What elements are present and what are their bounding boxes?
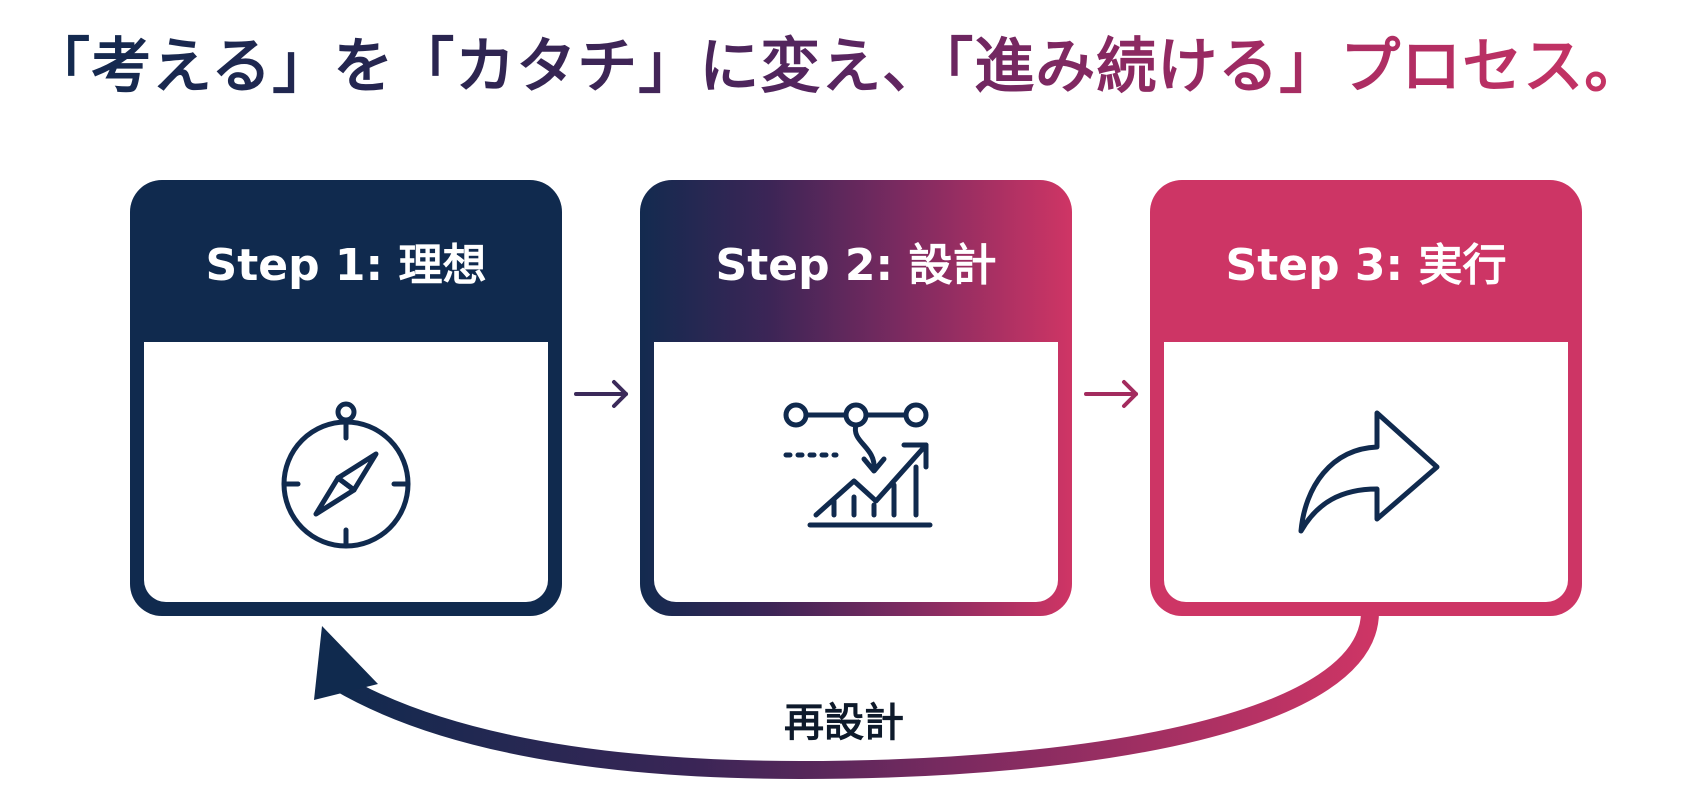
plan-chart-icon — [783, 402, 933, 528]
step-2-body — [654, 342, 1058, 602]
redesign-label: 再設計 — [784, 700, 904, 746]
forward-arrow-icon — [1298, 410, 1440, 534]
step-2-header: Step 2: 設計 — [715, 240, 997, 291]
step-card-3: Step 3: 実行 — [1150, 180, 1582, 616]
step-card-1: Step 1: 理想 — [130, 180, 562, 616]
step-1-body — [144, 342, 548, 602]
compass-icon — [281, 401, 411, 549]
step-card-2: Step 2: 設計 — [640, 180, 1072, 616]
page-title: 「考える」を「カタチ」に変え、「進み続ける」プロセス。 — [30, 18, 1690, 105]
arrow-step2-to-step3 — [1084, 380, 1138, 408]
step-3-header: Step 3: 実行 — [1225, 240, 1507, 291]
step-1-header: Step 1: 理想 — [205, 240, 487, 291]
arrow-step1-to-step2 — [574, 380, 628, 408]
step-3-body — [1164, 342, 1568, 602]
